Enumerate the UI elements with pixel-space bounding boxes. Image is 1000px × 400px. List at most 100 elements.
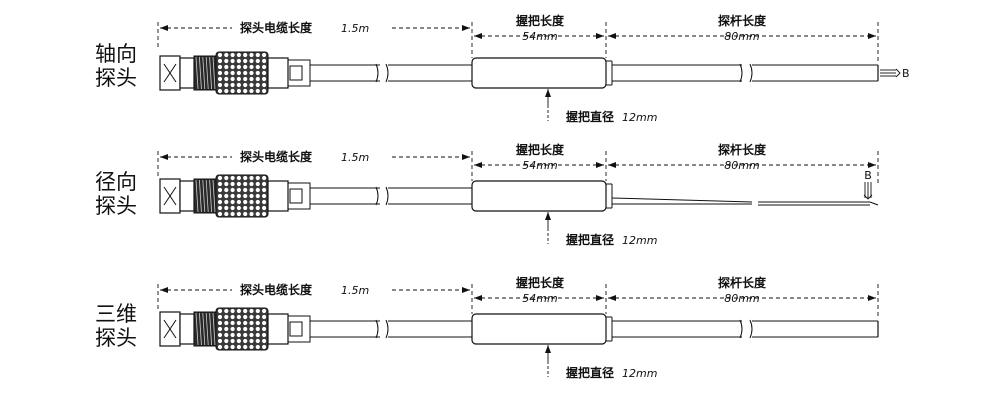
probe-rod (612, 63, 879, 83)
thread-line (199, 179, 202, 213)
knurl-dot (217, 205, 223, 211)
grip-handle (471, 180, 613, 212)
knurl-dot (243, 193, 248, 199)
probe-rod (612, 319, 879, 339)
knurl-dot (230, 52, 235, 58)
knurl-dot (249, 344, 254, 350)
knurl-dot (230, 308, 235, 314)
thread-line (205, 312, 209, 346)
knurl-dot (249, 64, 254, 70)
knurl-dot (243, 64, 248, 70)
knurl-dot (255, 76, 260, 82)
knurl-dot (217, 52, 223, 58)
cable (310, 319, 472, 339)
knurl-dot (255, 70, 260, 76)
row-label-line2: 探头 (95, 66, 137, 90)
rod-edge (611, 197, 753, 203)
knurl-dot (236, 58, 241, 64)
diameter-label: 握把直径 (566, 232, 614, 247)
grip-body (471, 180, 607, 212)
knurl-dot (217, 64, 223, 70)
knurl-dot (262, 199, 267, 205)
knurl-dot (249, 211, 254, 217)
knurl-dot (262, 320, 267, 326)
diameter-label: 握把直径 (566, 365, 614, 380)
knurl-dot (262, 52, 267, 58)
knurl-dot (249, 332, 254, 338)
knurl-dot (224, 181, 229, 187)
knurl-dot (249, 308, 254, 314)
knurl-dot (224, 205, 229, 211)
knurl-dot (236, 88, 241, 94)
direction-marker-b: B (863, 169, 873, 200)
knurl-dot (262, 332, 267, 338)
connector-ring (179, 180, 195, 212)
knurl-dot (255, 199, 260, 205)
direction-marker-label: B (864, 169, 872, 182)
connector-knurl (215, 307, 269, 351)
knurl-dot (255, 320, 260, 326)
thread-line (212, 56, 216, 90)
knurl-dot (236, 205, 241, 211)
knurl-dot (249, 175, 254, 181)
grip-length-label: 握把长度 (516, 13, 565, 28)
knurl-dot (230, 320, 235, 326)
knurl-dot (255, 175, 260, 181)
knurl-dot (236, 344, 241, 350)
knurl-dot (255, 344, 260, 350)
thread-line (209, 56, 212, 90)
knurl-dot (249, 205, 254, 211)
rod-break (739, 319, 743, 339)
knurl-dot (243, 314, 248, 320)
knurl-dot (224, 308, 229, 314)
knurl-dot (262, 88, 267, 94)
knurl-dot (236, 338, 241, 344)
row-label-3d: 三维 探头 (88, 302, 144, 350)
thread-line (202, 179, 206, 213)
knurl-dot (262, 82, 267, 88)
connector-window (289, 188, 303, 204)
rod-break (739, 63, 743, 83)
knurl-dot (243, 175, 248, 181)
knurl-dot (249, 76, 254, 82)
knurl-dot (243, 76, 248, 82)
cable-length-value: 1.5m (341, 284, 369, 297)
knurl-dot (255, 82, 260, 88)
knurl-dot (262, 314, 267, 320)
cable-break (375, 186, 379, 206)
knurl-dot (217, 193, 223, 199)
knurl-dot (262, 64, 267, 70)
cable-break (385, 186, 389, 206)
knurl-dot (230, 181, 235, 187)
connector-knurl (215, 51, 269, 95)
knurl-dot (217, 175, 223, 181)
knurl-dot (236, 326, 241, 332)
knurl-dot (230, 88, 235, 94)
knurl-dot (262, 205, 267, 211)
knurl-dot (224, 338, 229, 344)
rod-length-label: 探杆长度 (718, 142, 767, 157)
knurl-dot (255, 338, 260, 344)
flux-arrow (863, 194, 873, 200)
knurl-dot (236, 199, 241, 205)
knurl-dot (224, 314, 229, 320)
rod-length-value: 80mm (724, 159, 759, 172)
knurl-dot (262, 326, 267, 332)
knurl-dot (249, 199, 254, 205)
grip-length-value: 54mm (522, 30, 557, 43)
knurl-dot (217, 314, 223, 320)
rod-length-label: 探杆长度 (718, 13, 767, 28)
cable-break (385, 63, 389, 83)
knurl-dot (255, 314, 260, 320)
knurl-dot (224, 52, 229, 58)
knurl-dot (243, 338, 248, 344)
knurl-dot (217, 187, 223, 193)
knurl-dot (224, 320, 229, 326)
knurl-dot (255, 211, 260, 217)
knurl-dot (249, 187, 254, 193)
knurl-dot (217, 332, 223, 338)
knurl-dot (243, 326, 248, 332)
connector-nose (287, 315, 311, 343)
